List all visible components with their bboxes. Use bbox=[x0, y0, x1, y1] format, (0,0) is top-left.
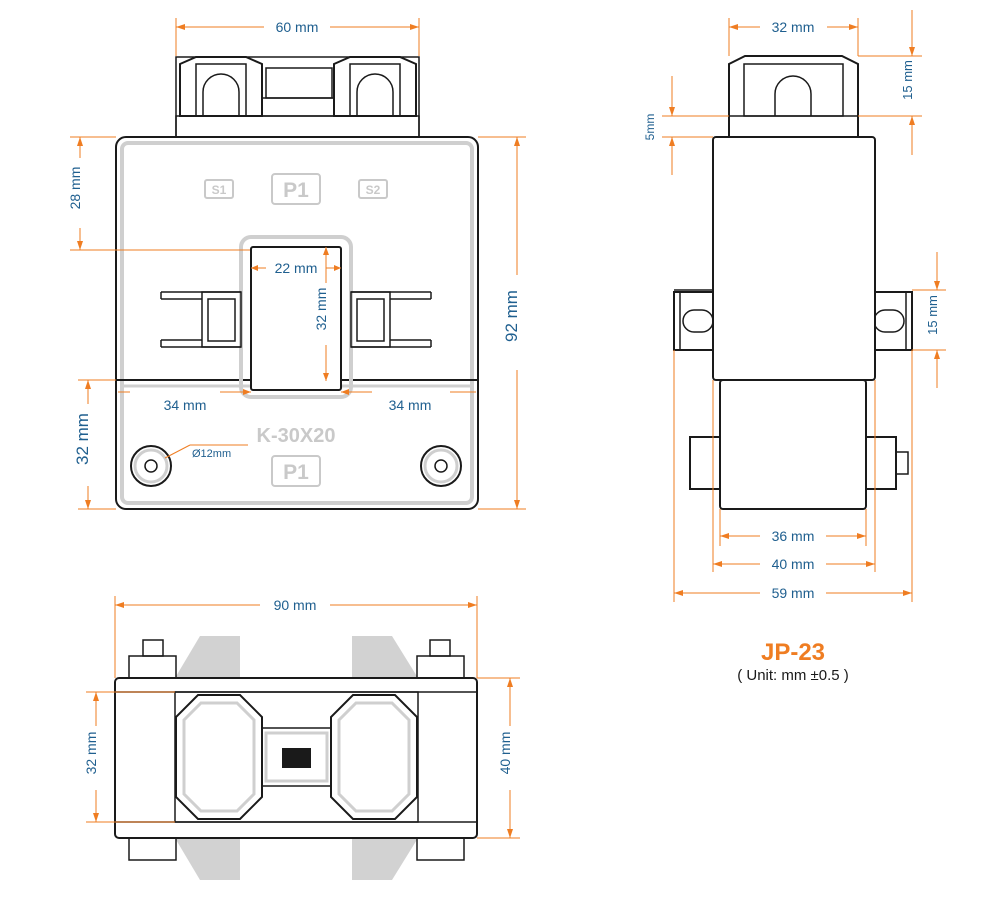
bottom-view: 90 mm 32 mm 40 mm bbox=[83, 596, 520, 880]
dim-side-overall: 59 mm bbox=[673, 350, 913, 602]
bottom-terminal-right bbox=[330, 694, 418, 820]
dim-side-clip-height: 15 mm bbox=[912, 252, 946, 388]
svg-text:36 mm: 36 mm bbox=[772, 528, 815, 544]
dim-side-cap-height: 15 mm bbox=[858, 10, 922, 155]
svg-text:90 mm: 90 mm bbox=[274, 597, 317, 613]
bottom-window bbox=[282, 748, 311, 768]
side-body bbox=[712, 136, 876, 381]
dim-side-top-width: 32 mm bbox=[728, 18, 859, 56]
svg-text:32 mm: 32 mm bbox=[313, 288, 329, 331]
svg-text:15 mm: 15 mm bbox=[900, 60, 915, 100]
dim-window-height: 32 mm bbox=[313, 247, 329, 381]
dim-window-width: 22 mm bbox=[251, 260, 341, 276]
bottom-terminal-left bbox=[175, 694, 263, 820]
mounting-hole-left bbox=[130, 445, 172, 487]
svg-text:92 mm: 92 mm bbox=[502, 290, 521, 342]
svg-text:5mm: 5mm bbox=[643, 114, 657, 141]
mounting-hole-right bbox=[420, 445, 462, 487]
svg-text:34 mm: 34 mm bbox=[164, 397, 207, 413]
dim-left-offset: 34 mm bbox=[118, 389, 251, 413]
dim-front-top-width: 60 mm bbox=[175, 18, 420, 56]
dim-front-upper-offset: 28 mm bbox=[67, 136, 250, 251]
svg-text:Ø12mm: Ø12mm bbox=[192, 448, 231, 460]
front-clip-left bbox=[160, 291, 242, 348]
svg-text:34 mm: 34 mm bbox=[389, 397, 432, 413]
dim-side-cap-step: 5mm bbox=[643, 76, 729, 175]
front-view: S1 P1 S2 K-30X20 P1 60 mm bbox=[67, 18, 526, 510]
dim-bottom-width: 90 mm bbox=[114, 596, 478, 678]
svg-text:15 mm: 15 mm bbox=[925, 295, 940, 335]
dim-front-body-height: 92 mm bbox=[478, 136, 526, 510]
front-clip-right bbox=[350, 291, 432, 348]
dim-side-base-outer: 40 mm bbox=[712, 380, 876, 572]
svg-text:60 mm: 60 mm bbox=[276, 19, 319, 35]
svg-text:59 mm: 59 mm bbox=[772, 585, 815, 601]
svg-text:32 mm: 32 mm bbox=[772, 19, 815, 35]
dim-hole-diameter: Ø12mm bbox=[164, 444, 248, 460]
svg-text:28 mm: 28 mm bbox=[67, 167, 83, 210]
svg-text:32 mm: 32 mm bbox=[73, 413, 92, 465]
dim-front-lower-height: 32 mm bbox=[73, 379, 116, 510]
side-clip-right bbox=[873, 291, 913, 351]
front-terminal-block bbox=[175, 56, 420, 138]
dim-right-offset: 34 mm bbox=[341, 389, 476, 413]
model-marking: K-30X20 bbox=[257, 425, 336, 447]
marking-s1: S1 bbox=[212, 183, 227, 197]
unit-note: ( Unit: mm ±0.5 ) bbox=[737, 667, 849, 684]
svg-text:40 mm: 40 mm bbox=[772, 556, 815, 572]
model-title: JP-23 bbox=[761, 639, 825, 666]
dim-side-base-inner: 36 mm bbox=[719, 509, 867, 546]
dim-bottom-inner-height: 32 mm bbox=[83, 691, 175, 823]
svg-text:32 mm: 32 mm bbox=[83, 732, 99, 775]
dim-bottom-outer-height: 40 mm bbox=[477, 677, 520, 839]
side-base bbox=[689, 379, 909, 510]
side-view: 32 mm 15 mm 5mm 15 mm bbox=[643, 10, 946, 602]
marking-s2: S2 bbox=[366, 183, 381, 197]
side-clip-left bbox=[673, 289, 714, 351]
svg-text:22 mm: 22 mm bbox=[275, 260, 318, 276]
svg-text:40 mm: 40 mm bbox=[497, 732, 513, 775]
marking-p1-top: P1 bbox=[283, 179, 309, 202]
front-window bbox=[250, 246, 342, 391]
side-cap bbox=[728, 55, 859, 138]
marking-p1-bottom: P1 bbox=[283, 461, 309, 484]
